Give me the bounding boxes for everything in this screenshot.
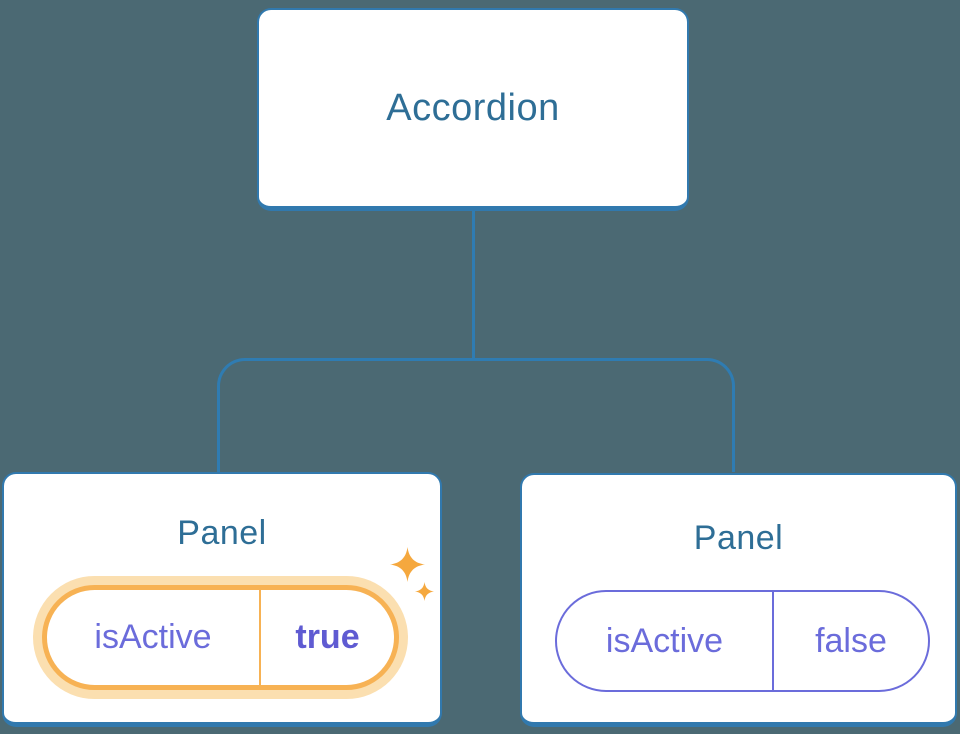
state-pill-inactive: isActive false [555,590,930,692]
state-value-label: false [815,621,887,660]
state-value-label: true [295,618,360,656]
sparkle-icon [415,582,434,601]
state-prop-label: isActive [94,618,212,656]
pill-divider [259,590,261,685]
panel-node-inactive: Panel isActive false [520,473,957,727]
sparkle-icon [390,547,425,582]
panel-title: Panel [177,514,267,552]
connector-stem [472,211,475,361]
panel-title: Panel [693,519,784,557]
accordion-node: Accordion [257,8,689,211]
state-pill-active: isActive true [42,585,399,690]
connector-branch [217,358,735,472]
accordion-node-label: Accordion [386,86,560,129]
pill-divider [772,592,774,690]
panel-node-active: Panel isActive true [2,472,442,727]
state-prop-label: isActive [605,621,724,660]
